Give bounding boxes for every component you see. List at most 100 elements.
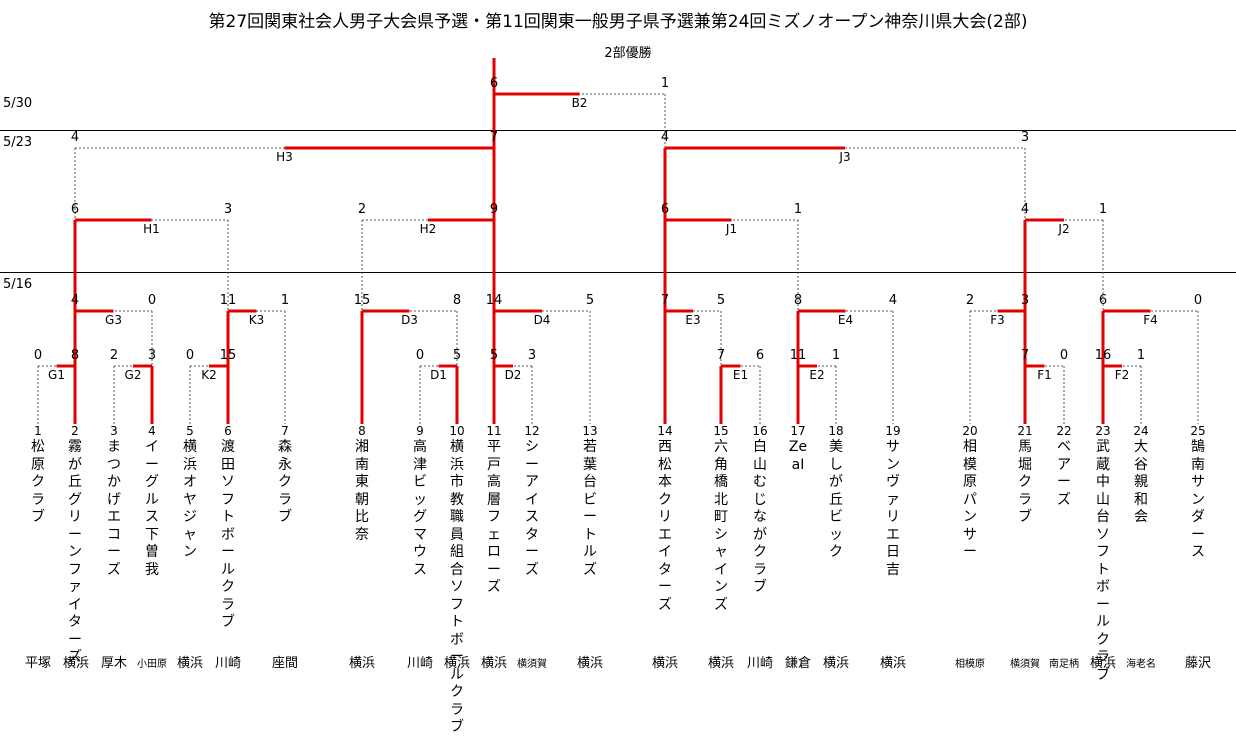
score-H2-right: 9: [489, 202, 499, 217]
team-city: 横須賀: [517, 659, 547, 670]
team-city: 厚木: [100, 656, 127, 671]
team-name: ZeaI: [788, 439, 808, 473]
team-city: 藤沢: [1184, 656, 1211, 671]
score-D2-left: 5: [489, 348, 499, 363]
team-city: 平塚: [24, 656, 51, 671]
team-city: 小田原: [137, 659, 167, 670]
match-code-G2: G2: [124, 368, 142, 382]
team-name: まつかげエコーズ: [107, 439, 121, 578]
team-city: 鎌倉: [784, 656, 811, 671]
team-number: 25: [1190, 424, 1206, 438]
team-name: 森永クラブ: [278, 439, 292, 525]
score-F4-right: 0: [1193, 293, 1203, 308]
round-separator-early: [0, 272, 1236, 273]
team-city: 横浜: [62, 656, 89, 671]
team-number: 24: [1133, 424, 1149, 438]
team-city: 横浜: [176, 656, 203, 671]
team-name: 大谷親和会: [1134, 439, 1148, 525]
score-D1-right: 5: [452, 348, 462, 363]
match-code-E2: E2: [809, 368, 825, 382]
team-number: 8: [358, 424, 366, 438]
tournament-bracket: [37, 58, 1199, 424]
score-F2-right: 1: [1136, 348, 1146, 363]
match-code-G3: G3: [105, 313, 122, 327]
match-code-K2: K2: [201, 368, 217, 382]
team-name: 鵠南サンダース: [1191, 439, 1205, 560]
team-number: 5: [186, 424, 194, 438]
score-G2-right: 3: [147, 348, 157, 363]
champion-label: 2部優勝: [604, 46, 652, 61]
match-code-B2: B2: [571, 96, 588, 110]
score-G1-left: 0: [33, 348, 43, 363]
team-number: 9: [416, 424, 424, 438]
score-H3-right: 7: [489, 130, 499, 145]
team-city: 川崎: [214, 656, 241, 671]
team-name: 六角橋北町シャインズ: [714, 439, 728, 613]
score-F4-left: 6: [1098, 293, 1108, 308]
score-D2-right: 3: [527, 348, 537, 363]
team-city: 海老名: [1126, 659, 1156, 670]
team-number: 1: [34, 424, 42, 438]
score-E2-right: 1: [831, 348, 841, 363]
match-code-D3: D3: [401, 313, 418, 327]
team-name: 武蔵中山台ソフトボールクラブ: [1096, 439, 1110, 683]
date-label-semifinal: 5/23: [3, 135, 33, 150]
team-number: 17: [790, 424, 806, 438]
team-number: 16: [752, 424, 768, 438]
team-city: 横浜: [707, 656, 734, 671]
score-F1-right: 0: [1059, 348, 1069, 363]
score-H1-left: 6: [70, 202, 80, 217]
match-code-K3: K3: [248, 313, 265, 327]
score-J1-right: 1: [793, 202, 803, 217]
team-number: 3: [110, 424, 118, 438]
score-B2-right: 1: [660, 76, 670, 91]
score-J2-right: 1: [1098, 202, 1108, 217]
score-E1-left: 7: [716, 348, 726, 363]
match-code-F4: F4: [1143, 313, 1158, 327]
match-code-E4: E4: [837, 313, 854, 327]
score-F1-left: 7: [1020, 348, 1030, 363]
team-name: 湘南東朝比奈: [355, 439, 369, 543]
match-code-E3: E3: [685, 313, 701, 327]
page-title: 第27回関東社会人男子大会県予選・第11回関東一般男子県予選兼第24回ミズノオー…: [208, 12, 1028, 32]
score-D4-left: 14: [485, 293, 503, 308]
match-code-F1: F1: [1037, 368, 1052, 382]
score-H3-left: 4: [70, 130, 80, 145]
score-D3-left: 15: [353, 293, 371, 308]
score-D3-right: 8: [452, 293, 462, 308]
team-name: 美しが丘ビック: [829, 439, 843, 560]
team-number: 18: [828, 424, 844, 438]
team-city: 川崎: [406, 656, 433, 671]
team-name: 相模原パンサー: [963, 439, 977, 560]
team-name: 白山むじながクラブ: [753, 439, 767, 595]
team-city: 川崎: [746, 656, 773, 671]
score-K3-right: 1: [280, 293, 290, 308]
match-code-H2: H2: [419, 222, 437, 236]
score-E3-left: 7: [660, 293, 670, 308]
match-code-F3: F3: [990, 313, 1005, 327]
score-E4-left: 8: [793, 293, 803, 308]
score-G3-left: 4: [70, 293, 80, 308]
team-number: 2: [71, 424, 79, 438]
score-E2-left: 11: [789, 348, 807, 363]
score-E1-right: 6: [755, 348, 765, 363]
team-city: 横浜: [822, 656, 849, 671]
team-name: 霧が丘グリーンファイターズ: [68, 439, 82, 665]
score-D1-left: 0: [415, 348, 425, 363]
team-number: 22: [1056, 424, 1072, 438]
score-F3-right: 3: [1020, 293, 1030, 308]
score-D4-right: 5: [585, 293, 595, 308]
score-G2-left: 2: [109, 348, 119, 363]
